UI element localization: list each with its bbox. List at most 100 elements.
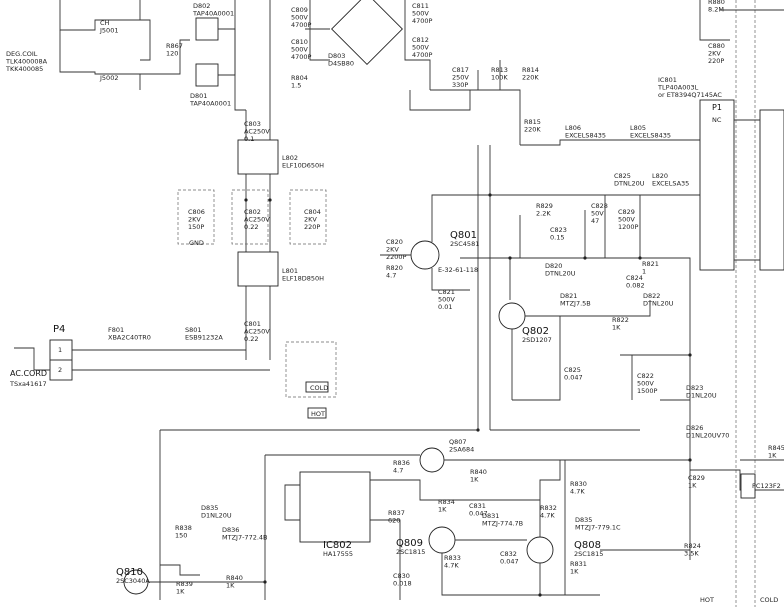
component-label-line: L820 <box>652 172 668 180</box>
component-label-line: 0.22 <box>244 223 258 231</box>
component-label-line: R836 <box>393 459 410 467</box>
component-label-line: DEG.COIL <box>6 50 38 58</box>
component-label-line: C829 <box>688 474 705 482</box>
component-label-line: 4700P <box>291 53 312 61</box>
component-label-line: J5001 <box>99 27 118 35</box>
component-label-line: R839 <box>176 580 193 588</box>
component-label-line: R815 <box>524 118 541 126</box>
component-label-line: C801 <box>244 320 261 328</box>
component-label-line: D803 <box>328 52 345 60</box>
component-label-line: 220P <box>708 57 724 65</box>
component-label-line: EXCELSA35 <box>652 180 689 188</box>
component-label-line: TAP40A0001 <box>192 10 234 18</box>
cold-bottom-label: COLD <box>760 596 778 604</box>
part-q809-type: 2SC1815 <box>396 548 425 556</box>
component-label-line: 4.7 <box>393 467 403 475</box>
component-label-line: 4700P <box>412 17 433 25</box>
component-label-line: EXCELS8435 <box>630 132 671 140</box>
part-ic802: IC802 <box>323 540 352 551</box>
component-label-line: 1.5 <box>291 82 301 90</box>
component-label-line: DTNL20U <box>614 180 645 188</box>
component-label-line: MTZJ-774.7B <box>482 520 523 528</box>
component-label-line: D831 <box>482 512 499 520</box>
component-label-line: MTZJ7-772.4B <box>222 534 268 542</box>
component-label-line: 3.5K <box>684 550 699 558</box>
component-label-line: 500V <box>291 46 308 54</box>
ac-cord-label: AC.CORD <box>10 369 47 378</box>
component-label-line: R880 <box>708 0 725 6</box>
component-label-line: R840 <box>470 468 487 476</box>
component-label-line: 220K <box>522 74 539 82</box>
component-label-line: D823 <box>686 384 703 392</box>
gnd-label: GND <box>189 239 204 247</box>
component-label-line: 500V <box>618 216 635 224</box>
component-label-line: 1K <box>570 568 579 576</box>
component-label-line: 150P <box>188 223 204 231</box>
component-label-line: 2KV <box>188 216 201 224</box>
component-label-line: AC250V <box>244 128 270 136</box>
component-label-line: ELF10D650H <box>282 162 324 170</box>
component-label-line: 47 <box>591 217 599 225</box>
component-label-line: C829 <box>618 208 635 216</box>
component-label-line: C832 <box>500 550 517 558</box>
component-label-line: C804 <box>304 208 321 216</box>
part-q801: Q801 <box>450 230 477 241</box>
component-label-line: ELF18D850H <box>282 275 324 283</box>
component-label-line: C810 <box>291 38 308 46</box>
component-label-line: D835 <box>575 516 592 524</box>
wiring <box>14 0 784 607</box>
p1-label: P1 <box>712 103 722 112</box>
nc-label: NC <box>712 116 722 124</box>
component-label-line: 4700P <box>291 21 312 29</box>
component-label-line: 0.01 <box>438 303 452 311</box>
component-label-line: 220K <box>524 126 541 134</box>
component-label-line: MTZJ7.5B <box>560 300 591 308</box>
component-label-line: 1K <box>470 476 479 484</box>
component-label-line: 100K <box>491 74 508 82</box>
part-p4: P4 <box>53 324 65 335</box>
component-label-line: 4.7K <box>540 512 555 520</box>
component-label-line: S801 <box>185 326 202 334</box>
q801-marking: E-32-61-118 <box>438 266 478 274</box>
component-label-line: C822 <box>637 372 654 380</box>
component-label-line: C880 <box>708 42 725 50</box>
part-q809: Q809 <box>396 538 423 549</box>
component-label-line: 4.7 <box>386 272 396 280</box>
major-part-labels: Q8012SC4581Q8022SD1207IC802HA17555Q8092S… <box>53 230 603 585</box>
component-label-line: 1K <box>612 324 621 332</box>
component-label-line: R833 <box>444 554 461 562</box>
component-label-line: D836 <box>222 526 239 534</box>
component-label-line: 1 <box>642 268 646 276</box>
component-label-line: J5002 <box>99 74 118 82</box>
p4-pin2-label: 2 <box>58 366 62 374</box>
component-label-line: R820 <box>386 264 403 272</box>
component-label-line: R813 <box>491 66 508 74</box>
part-q810: Q810 <box>116 567 143 578</box>
